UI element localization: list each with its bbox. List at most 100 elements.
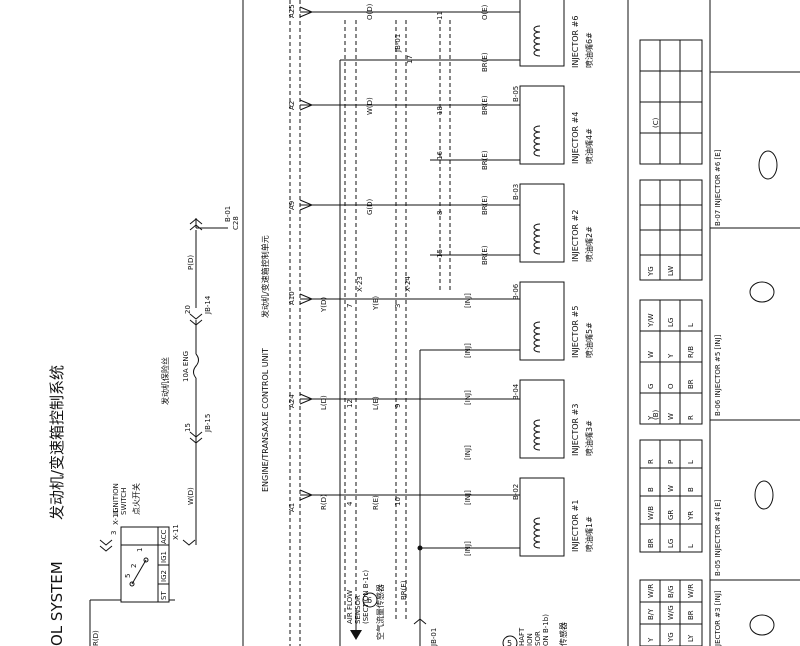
- crank-number-circle: [502, 635, 518, 646]
- connector-arrow: [189, 313, 203, 320]
- crank-label-1: HAFT: [518, 627, 526, 646]
- connector-cell: W/R: [687, 584, 695, 598]
- connector-cell: B: [687, 487, 695, 492]
- afs-label-cn: 空气流量传感器: [375, 584, 385, 640]
- injector-box: [519, 0, 565, 67]
- connector-cell: BR: [687, 610, 695, 620]
- wire-label: BR(E): [481, 245, 489, 265]
- title-cn: 发动机/变速箱控制系统: [48, 365, 66, 520]
- connector-x11: X-11: [112, 509, 120, 525]
- connector-arrow: [189, 437, 203, 444]
- pin-label: 5: [124, 574, 132, 578]
- injector-name: INJECTOR #2: [571, 210, 580, 262]
- ecu-pins: A1 A24 A10 A9 A2 A25: [288, 4, 296, 512]
- fuse-symbol: [193, 353, 199, 379]
- wire-label-wd: W(D): [187, 487, 195, 505]
- pin-a25: A25: [288, 4, 296, 18]
- injector-box: [519, 281, 565, 361]
- connector-x11b: X-11: [172, 524, 180, 540]
- connector-cell: W: [667, 485, 675, 492]
- ignition-label-1: IGNITION: [112, 483, 120, 515]
- fuse-label: 10A ENG: [182, 351, 190, 382]
- pin-num: 11: [436, 11, 444, 20]
- wire-label-bre: BR(E): [400, 580, 408, 600]
- connector-c28: C28: [232, 216, 240, 230]
- connector-cell: Y: [647, 415, 655, 421]
- afs-label-3: (SECTION B-1c): [362, 570, 370, 624]
- wire-label: BR(E): [481, 195, 489, 215]
- wire-label: O(E): [481, 4, 489, 20]
- pin-a10: A10: [288, 291, 296, 305]
- afs-label-2: SENSOR: [354, 595, 362, 624]
- pin-num: 15: [436, 249, 444, 258]
- wire-label: O(D): [366, 3, 374, 20]
- connector-table-label: B-06 INJECTOR #5 [INJ]: [714, 334, 722, 416]
- injector-name-cn: 喷油嘴3#: [584, 420, 594, 456]
- connector-cell: L: [687, 544, 695, 548]
- crank-label-2: ION: [526, 633, 534, 646]
- connector-table-label: B-07 INJECTOR #6 [E]: [714, 149, 722, 226]
- afs-number-circle: [362, 592, 378, 608]
- connector-plug-icon: [749, 614, 775, 636]
- wire-label: R(D): [320, 494, 328, 510]
- pin-num: 3: [394, 304, 402, 308]
- connector-cell: B: [647, 487, 655, 492]
- terminal-st: ST: [160, 591, 168, 600]
- connector-arrow: [99, 539, 113, 546]
- injector-coil: [533, 223, 541, 255]
- wire-label: L(E): [372, 396, 380, 410]
- connector-cell: BR: [687, 379, 695, 389]
- pin-a9: A9: [288, 201, 296, 210]
- connector-cell: GR: [667, 510, 675, 520]
- crank-number: 5: [507, 639, 512, 646]
- pin-a2: A2: [288, 101, 296, 110]
- injector-name: INJECTOR #1: [571, 500, 580, 552]
- afs-arrow: [350, 630, 362, 640]
- crank-label-3: SOR: [534, 631, 542, 646]
- connector-cell: LG: [667, 318, 675, 327]
- connector-table: [639, 579, 703, 646]
- injector-name: INJECTOR #5: [571, 306, 580, 358]
- connector-cell: W: [667, 413, 675, 420]
- connector-plug-icon: [754, 480, 774, 510]
- connector-cell: R: [647, 459, 655, 464]
- pin-a24: A24: [288, 394, 296, 408]
- ignition-switch: ST IG2 IG1 ACC 5 1 2 3 X-11 X-11 IGNITIO…: [99, 483, 196, 603]
- connector-cell: L: [687, 460, 695, 464]
- x-connectors: X-23 X-24 7 3 4 12 9 10 8 15 16 18 17 11…: [344, 11, 451, 620]
- pin-label: 1: [136, 548, 144, 552]
- wire-label: BR(E): [481, 150, 489, 170]
- fuse-10a-eng: 10A ENG 发动机保险丝 15 JB-15 20 JB-14: [160, 295, 212, 444]
- connector-jb01b: JB-01: [430, 628, 438, 646]
- wire-label-inj: [INJ]: [464, 490, 472, 505]
- injector-box: [519, 85, 565, 165]
- jb-label: JB-14: [204, 295, 212, 315]
- connector-cell: W/G: [667, 605, 675, 620]
- injector-coil: [533, 321, 541, 353]
- crank-label-cn: 传感器: [558, 622, 568, 646]
- pin-num: 9: [394, 404, 402, 408]
- pin-label: 3: [110, 531, 118, 535]
- wire-label-inj: [INJ]: [464, 445, 472, 460]
- connector-cell: YR: [687, 511, 695, 521]
- connector-cell: R: [687, 415, 695, 420]
- connector-cell: Y/W: [647, 313, 655, 328]
- pin-label: 2: [130, 564, 138, 568]
- injector-name-cn: 喷油嘴6#: [584, 32, 594, 68]
- wire-label: W(D): [366, 97, 374, 115]
- connector-cell: R/B: [687, 346, 695, 358]
- injector-coil: [533, 419, 541, 451]
- injector-name-cn: 喷油嘴5#: [584, 322, 594, 358]
- switch-arm: [131, 559, 147, 585]
- ecu-label: ENGINE/TRANSAXLE CONTROL UNIT: [261, 348, 270, 492]
- injector-coil: [533, 125, 541, 157]
- wire-label-rd: R(D): [92, 630, 100, 646]
- pin-num: 18: [436, 106, 444, 115]
- injector-1: B-02 INJECTOR #1 喷油嘴1#: [512, 477, 594, 557]
- jb-pin: 20: [184, 305, 192, 314]
- connector-cell: W: [647, 351, 655, 358]
- wire-label-inj: [INJ]: [464, 343, 472, 358]
